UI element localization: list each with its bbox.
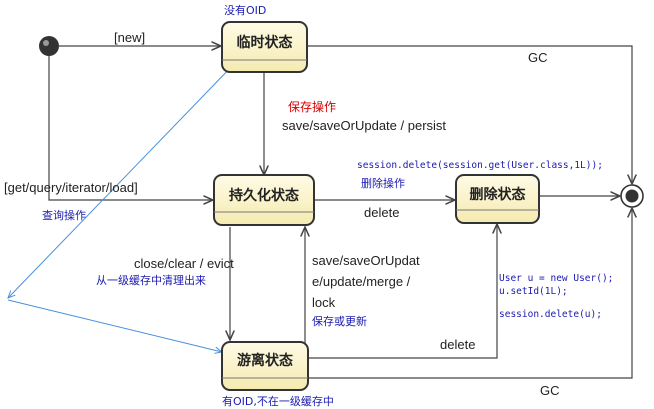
label-reattach-1: save/saveOrUpdat bbox=[312, 253, 420, 268]
label-save-ops: save/saveOrUpdate / persist bbox=[282, 118, 446, 133]
state-removed-label: 删除状态 bbox=[470, 186, 526, 203]
state-removed: 删除状态 bbox=[455, 174, 540, 224]
label-code-3: session.delete(u); bbox=[499, 309, 602, 320]
helper-line-1 bbox=[8, 61, 237, 298]
label-delete-mid: delete bbox=[364, 205, 399, 220]
edge-get bbox=[48, 56, 213, 200]
helper-line-2 bbox=[7, 299, 222, 352]
state-transient-label: 临时状态 bbox=[237, 34, 293, 51]
label-save-cn: 保存操作 bbox=[288, 99, 336, 114]
label-query-cn: 查询操作 bbox=[42, 208, 86, 222]
label-reattach-2: e/update/merge / bbox=[312, 274, 411, 289]
label-get-ops: [get/query/iterator/load] bbox=[4, 180, 138, 195]
label-close-ops: close/clear / evict bbox=[134, 256, 234, 271]
label-evict-cn: 从一级缓存中清理出来 bbox=[96, 273, 206, 287]
edge-gc-bottom bbox=[308, 208, 632, 379]
label-delete-cn: 删除操作 bbox=[361, 176, 405, 190]
label-code-2: u.setId(1L); bbox=[499, 286, 568, 297]
state-detached: 游离状态 bbox=[221, 341, 309, 391]
label-code-1: User u = new User(); bbox=[499, 273, 613, 284]
label-gc-top: GC bbox=[528, 50, 548, 65]
state-persistent: 持久化状态 bbox=[213, 174, 315, 226]
edge-gc-top bbox=[307, 45, 632, 184]
state-transient: 临时状态 bbox=[221, 21, 308, 73]
edge-delete-bottom bbox=[308, 224, 497, 359]
state-detached-label: 游离状态 bbox=[237, 352, 293, 369]
label-gc-bottom: GC bbox=[540, 383, 560, 398]
note-no-oid: 没有OID bbox=[224, 3, 266, 17]
label-new: [new] bbox=[114, 30, 145, 45]
initial-node bbox=[39, 36, 59, 56]
label-delete-code: session.delete(session.get(User.class,1L… bbox=[357, 160, 603, 171]
note-has-oid: 有OID,不在一级缓存中 bbox=[222, 394, 334, 408]
label-reattach-3: lock bbox=[312, 295, 336, 310]
label-delete-bottom: delete bbox=[440, 337, 475, 352]
state-persistent-label: 持久化状态 bbox=[229, 187, 299, 204]
final-node bbox=[620, 184, 644, 208]
label-reattach-cn: 保存或更新 bbox=[312, 314, 367, 328]
